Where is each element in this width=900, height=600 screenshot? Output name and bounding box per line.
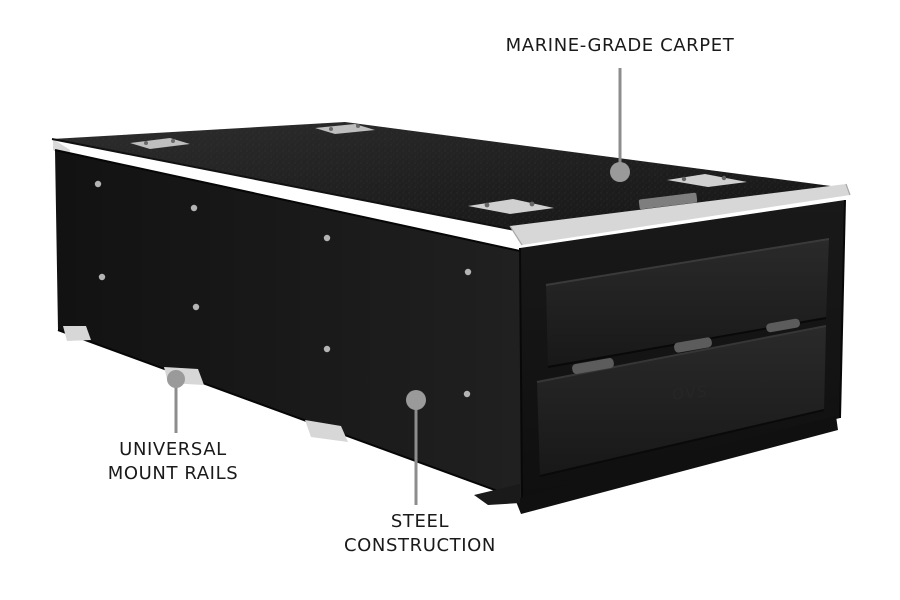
cleat-icon (130, 138, 190, 149)
bolt-icon (190, 204, 198, 212)
bolt-icon (323, 345, 331, 353)
cleat-icon (468, 199, 554, 214)
mount-rails-callout-line1: UNIVERSAL (119, 439, 227, 460)
steel-callout-line1: STEEL (390, 511, 450, 532)
bolt-icon (192, 303, 200, 311)
carpet-callout-line1: MARINE-GRADE CARPET (505, 35, 735, 56)
hinge-icon (766, 318, 800, 333)
bolt-icon (463, 390, 471, 398)
carpet-callout-label: MARINE-GRADE CARPET (490, 34, 750, 58)
bolt-icon (464, 268, 472, 276)
bolt-icon (98, 273, 106, 281)
steel-callout-line2: CONSTRUCTION (343, 535, 496, 556)
steel-callout-label: STEEL CONSTRUCTION (330, 510, 510, 558)
front-trim (509, 183, 851, 246)
side-panel (54, 149, 523, 501)
lower-drawer (536, 325, 827, 477)
hinge-icon (572, 358, 614, 374)
base-runner (474, 416, 838, 514)
tie-down-cleats (130, 124, 747, 214)
rails-callout-dot (167, 370, 185, 388)
cleat-icon (667, 174, 747, 187)
steel-callout-dot (406, 390, 426, 410)
hinges (572, 318, 800, 374)
mount-rails-callout-line2: MOUNT RAILS (107, 463, 239, 484)
latch-plate (638, 192, 698, 210)
cleat-icon (315, 124, 375, 134)
bolt-icon (94, 180, 102, 188)
bolt-icon (323, 234, 331, 242)
rail-icon (305, 420, 348, 442)
hinge-icon (674, 337, 712, 353)
side-bolts (94, 180, 472, 398)
callout-leaders (167, 68, 630, 505)
mount-rails-callout-label: UNIVERSAL MOUNT RAILS (98, 438, 248, 486)
rail-icon (63, 326, 91, 341)
carpet-callout-dot (610, 162, 630, 182)
